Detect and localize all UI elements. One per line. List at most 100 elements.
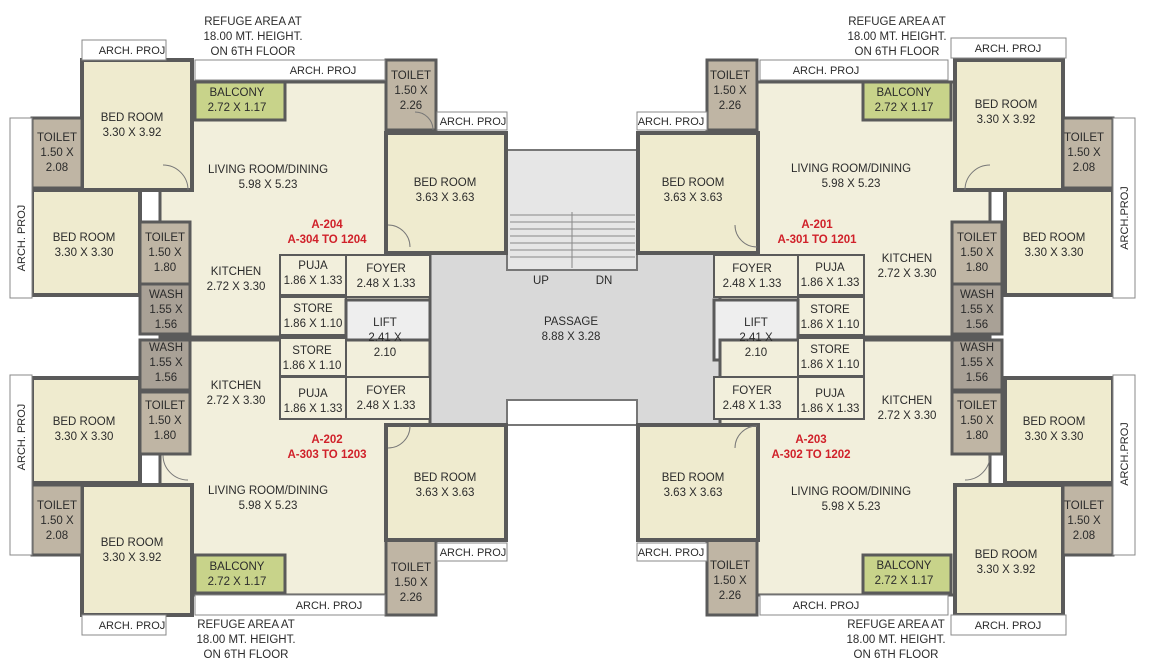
room-label: TOILET bbox=[145, 232, 185, 244]
unit-a202 bbox=[9, 337, 508, 636]
room-label: TOILET bbox=[145, 400, 185, 412]
room-label: BED ROOM bbox=[975, 549, 1038, 561]
toilet-2 bbox=[138, 220, 192, 286]
unit-floor-range: A-302 TO 1202 bbox=[771, 449, 850, 461]
room-label: LIFT bbox=[744, 317, 768, 329]
room-dim: 2.26 bbox=[400, 592, 422, 604]
room-label: TOILET bbox=[37, 500, 77, 512]
room-dim: 5.98 X 5.23 bbox=[822, 501, 881, 513]
refuge-note-line1: REFUGE AREA AT bbox=[197, 619, 295, 631]
room-dim: 2.48 X 1.33 bbox=[723, 400, 782, 412]
arch-proj-label: ARCH. PROJ bbox=[290, 65, 357, 77]
room-label: LIFT bbox=[373, 317, 397, 329]
room-dim: 1.50 X bbox=[148, 247, 182, 259]
room-label: BED ROOM bbox=[101, 112, 164, 124]
room-dim: 3.30 X 3.92 bbox=[977, 114, 1036, 126]
toilet-3 bbox=[705, 58, 759, 132]
refuge-note-line3: ON 6TH FLOOR bbox=[855, 46, 940, 58]
room-dim: 2.72 X 3.30 bbox=[878, 268, 937, 280]
room-dim: 3.30 X 3.92 bbox=[103, 552, 162, 564]
room-dim: 1.50 X bbox=[40, 147, 74, 159]
store-1 bbox=[797, 337, 865, 377]
room-dim: 1.86 X 1.10 bbox=[283, 360, 342, 372]
room-dim: 3.30 X 3.30 bbox=[55, 431, 114, 443]
arch-proj-label-vertical: ARCH.PROJ bbox=[1119, 186, 1131, 250]
room-dim: 2.72 X 1.17 bbox=[208, 576, 267, 588]
room-dim: 2.72 X 1.17 bbox=[875, 575, 934, 587]
room-dim: 3.63 X 3.63 bbox=[416, 487, 475, 499]
room-dim: 1.56 bbox=[155, 372, 177, 384]
bedroom-1 bbox=[80, 483, 194, 617]
room-dim: 2.72 X 3.30 bbox=[207, 395, 266, 407]
arch-proj-box bbox=[436, 542, 508, 562]
bedroom-3 bbox=[636, 131, 760, 255]
room-dim: 1.50 X bbox=[394, 85, 428, 97]
refuge-note-line2: 18.00 MT. HEIGHT. bbox=[846, 634, 945, 646]
room-label: PUJA bbox=[298, 260, 328, 272]
arch-proj-box bbox=[636, 111, 708, 131]
room-label: BED ROOM bbox=[1023, 232, 1086, 244]
room-dim: 1.86 X 1.10 bbox=[801, 359, 860, 371]
unit-number: A-202 bbox=[311, 434, 342, 446]
passage-dim: 8.88 X 3.28 bbox=[542, 331, 601, 343]
unit-floor-range: A-301 TO 1201 bbox=[777, 234, 857, 246]
puja-1 bbox=[279, 254, 347, 296]
passage-area bbox=[430, 255, 720, 425]
room-label: LIVING ROOM/DINING bbox=[208, 485, 328, 497]
wash-1 bbox=[950, 338, 1004, 392]
room-dim: 1.80 bbox=[154, 262, 176, 274]
foyer-1 bbox=[345, 254, 431, 298]
unit-number: A-204 bbox=[311, 219, 343, 231]
unit-floor-range: A-304 TO 1204 bbox=[287, 234, 367, 246]
foyer-1 bbox=[345, 376, 431, 420]
room-label: WASH bbox=[960, 342, 994, 354]
room-label: BALCONY bbox=[210, 87, 265, 99]
bedroom-3 bbox=[384, 423, 508, 542]
arch-proj-label: ARCH. PROJ bbox=[793, 65, 860, 77]
room-label: WASH bbox=[149, 289, 183, 301]
room-label: KITCHEN bbox=[882, 253, 932, 265]
unit-number: A-203 bbox=[795, 434, 826, 446]
refuge-note-line3: ON 6TH FLOOR bbox=[204, 649, 289, 661]
toilet-2 bbox=[950, 390, 1004, 456]
arch-proj-box bbox=[636, 542, 708, 562]
room-dim: 3.63 X 3.63 bbox=[416, 192, 475, 204]
bedroom-2 bbox=[30, 188, 142, 297]
balcony-1 bbox=[193, 80, 287, 122]
arch-proj-box bbox=[436, 111, 508, 131]
room-dim: 2.08 bbox=[1073, 530, 1095, 542]
room-dim: 1.55 X bbox=[960, 357, 994, 369]
bedroom-3 bbox=[636, 423, 760, 542]
room-dim: 5.98 X 5.23 bbox=[239, 179, 298, 191]
room-dim: 3.63 X 3.63 bbox=[664, 487, 723, 499]
room-dim: 1.86 X 1.10 bbox=[284, 318, 343, 330]
foyer-1 bbox=[713, 376, 799, 420]
room-dim: 1.86 X 1.10 bbox=[801, 319, 860, 331]
room-dim: 1.50 X bbox=[148, 415, 182, 427]
room-dim: 2.41 X bbox=[739, 332, 773, 344]
bedroom-2 bbox=[1003, 188, 1115, 297]
balcony-1 bbox=[193, 553, 287, 595]
room-label: FOYER bbox=[366, 263, 406, 275]
arch-proj-box-v bbox=[1112, 117, 1136, 299]
room-dim: 1.86 X 1.33 bbox=[284, 275, 343, 287]
stair-down-label: DN bbox=[596, 275, 613, 287]
wash-1 bbox=[950, 282, 1004, 336]
room-label: STORE bbox=[810, 304, 850, 316]
room-dim: 1.55 X bbox=[960, 304, 994, 316]
toilet-3 bbox=[705, 538, 759, 617]
room-label: STORE bbox=[293, 303, 333, 315]
room-dim: 2.26 bbox=[719, 100, 741, 112]
room-label: BED ROOM bbox=[53, 232, 116, 244]
room-label: WASH bbox=[149, 342, 183, 354]
room-dim: 2.48 X 1.33 bbox=[357, 400, 416, 412]
room-label: BED ROOM bbox=[662, 472, 725, 484]
room-label: BALCONY bbox=[877, 87, 932, 99]
refuge-note-line3: ON 6TH FLOOR bbox=[211, 46, 296, 58]
room-label: BED ROOM bbox=[414, 177, 477, 189]
door-swings bbox=[162, 111, 991, 481]
room-dim: 2.08 bbox=[1073, 162, 1095, 174]
room-label: PUJA bbox=[815, 262, 845, 274]
room-dim: 1.50 X bbox=[1067, 515, 1101, 527]
room-label: TOILET bbox=[957, 400, 997, 412]
